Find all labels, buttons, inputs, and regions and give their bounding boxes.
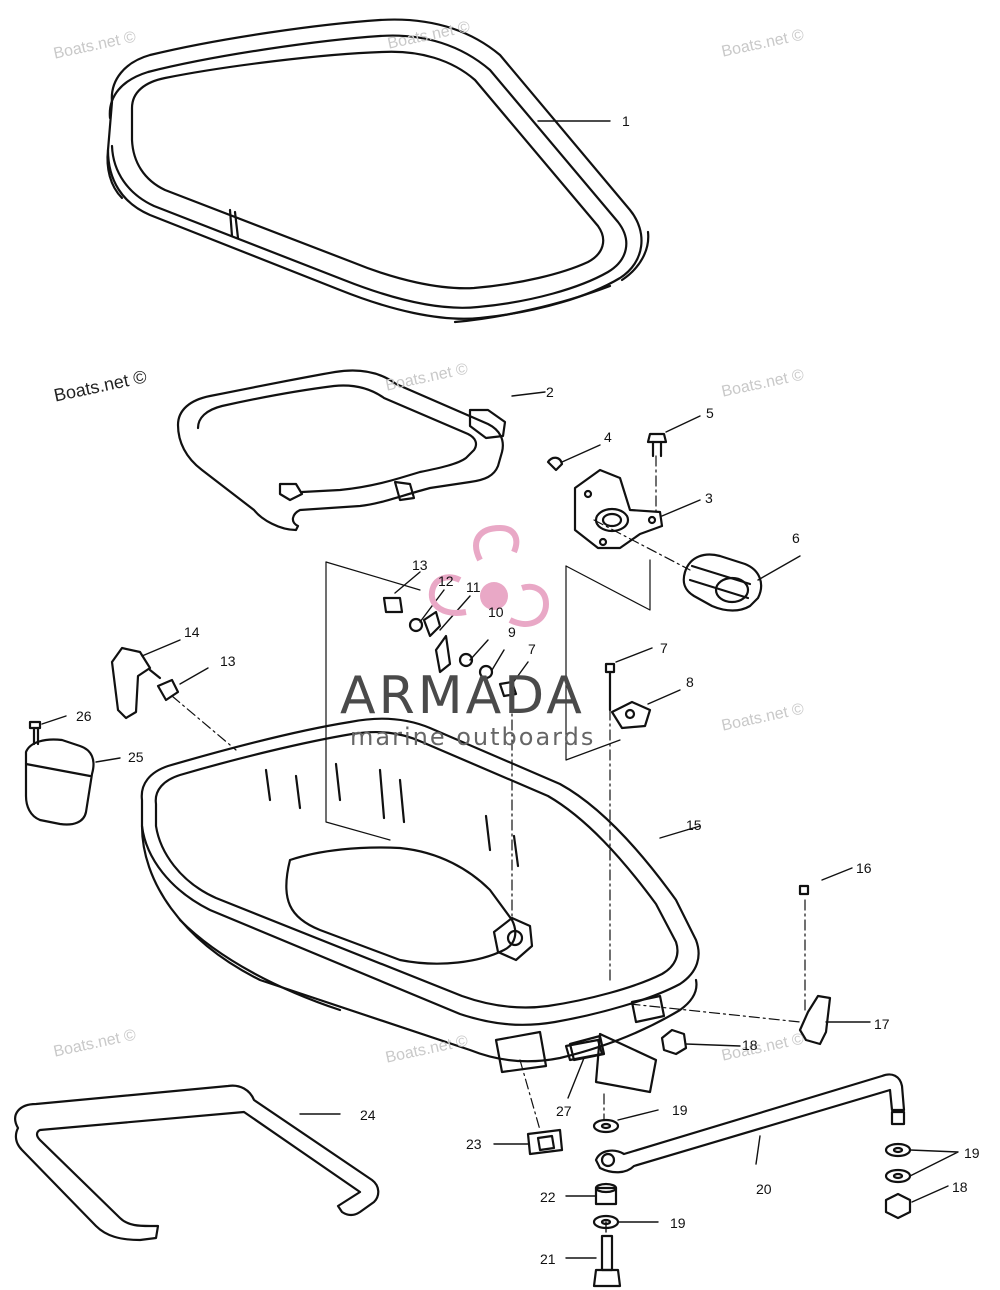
washer-part-19-lower	[592, 1214, 659, 1230]
lower-cowl-part-15	[140, 717, 701, 1094]
decal-part-27	[564, 1038, 604, 1099]
cover-part-25	[24, 738, 121, 826]
clip-part-8	[610, 689, 681, 730]
callout-label: 18	[952, 1179, 968, 1195]
seal-frame-part-1	[106, 18, 650, 324]
callout-label: 24	[360, 1107, 376, 1123]
alignment-lines	[171, 455, 806, 1131]
washers-part-19-right	[884, 1142, 959, 1184]
seal-frame-part-2	[176, 369, 546, 532]
callout-label: 19	[964, 1145, 980, 1161]
callout-label: 9	[508, 624, 516, 640]
callout-label: 12	[438, 573, 454, 589]
callout-label: 7	[528, 641, 536, 657]
hardware-cluster-parts-7-13	[382, 571, 529, 698]
nut-part-18-upper	[660, 1028, 741, 1056]
screw-part-16	[798, 867, 853, 896]
grommet-part-6	[682, 553, 801, 612]
screw-part-4	[546, 444, 601, 472]
callout-label: 15	[686, 817, 702, 833]
handle-part-24	[14, 1084, 380, 1242]
link-rod-part-20	[594, 1073, 906, 1174]
callout-label: 3	[705, 490, 713, 506]
latch-part-14	[110, 639, 181, 720]
callout-label: 14	[184, 624, 200, 640]
callout-label: 22	[540, 1189, 556, 1205]
washer-part-19-upper	[592, 1109, 659, 1134]
bolt-part-21	[565, 1234, 622, 1288]
bracket-part-3	[573, 468, 701, 550]
callout-label: 27	[556, 1103, 572, 1119]
callout-label: 16	[856, 860, 872, 876]
callout-label: 18	[742, 1037, 758, 1053]
callout-label: 19	[670, 1215, 686, 1231]
callout-label: 25	[128, 749, 144, 765]
callout-label: 13	[220, 653, 236, 669]
callout-label: 1	[622, 113, 630, 129]
screw-part-26	[28, 715, 67, 746]
callout-label: 13	[412, 557, 428, 573]
callout-label: 26	[76, 708, 92, 724]
armada-brand: ARMADA marine outboards	[340, 668, 670, 750]
callout-label: 23	[466, 1136, 482, 1152]
callout-label: 20	[756, 1181, 772, 1197]
grommet-part-23	[493, 1128, 564, 1156]
screw-part-7-lower	[604, 647, 653, 712]
armada-logo-icon	[428, 524, 550, 627]
callout-label: 6	[792, 530, 800, 546]
callout-label: 8	[686, 674, 694, 690]
phantom-lines	[325, 559, 651, 841]
callout-label: 11	[466, 579, 481, 595]
brand-tagline: marine outboards	[350, 723, 596, 751]
callout-label: 21	[540, 1251, 556, 1267]
bolt-part-5	[646, 415, 701, 458]
callout-label: 4	[604, 429, 612, 445]
callout-label: 17	[874, 1016, 890, 1032]
callout-label: 2	[546, 384, 554, 400]
brand-name: ARMADA	[340, 666, 585, 726]
callout-label: 5	[706, 405, 714, 421]
bracket-part-17	[798, 994, 871, 1046]
callout-label: 10	[488, 604, 504, 620]
callout-label: 7	[660, 640, 668, 656]
callout-label: 19	[672, 1102, 688, 1118]
bushing-part-22	[565, 1182, 618, 1206]
nut-part-18-lower	[884, 1185, 949, 1220]
screw-part-13-lower	[156, 667, 209, 702]
